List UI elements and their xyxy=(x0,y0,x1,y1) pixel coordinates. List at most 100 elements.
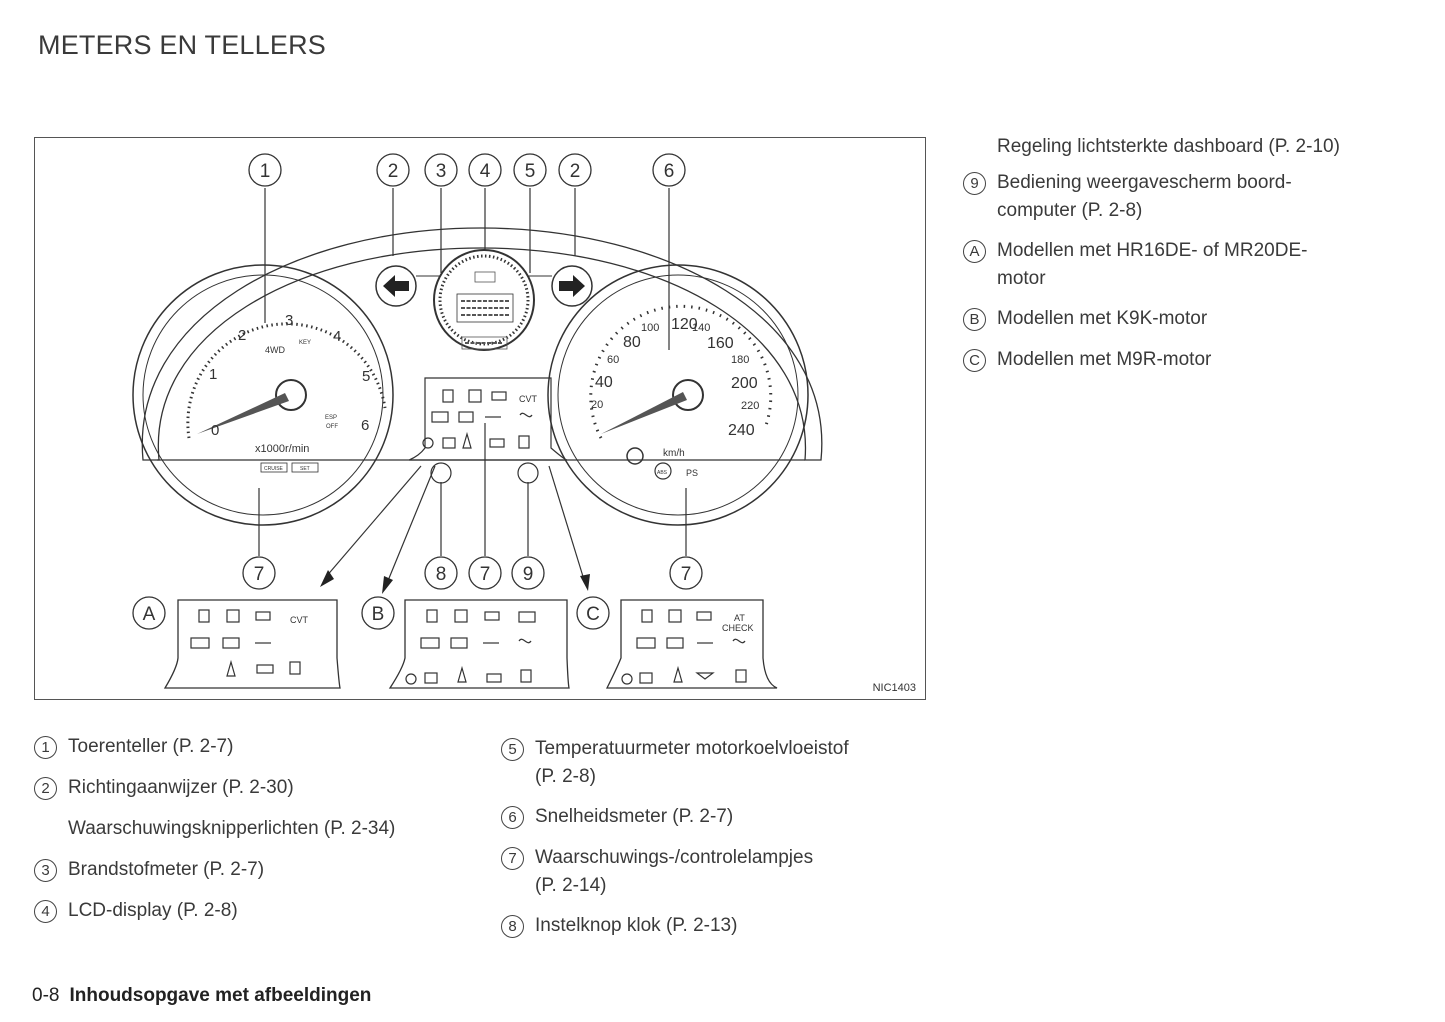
legend-text: (P. 2-8) xyxy=(535,766,596,787)
speedo-tick-240: 240 xyxy=(728,422,755,439)
tacho-tick-2: 2 xyxy=(238,327,246,344)
legend-mark: A xyxy=(963,240,986,263)
callout-6: 6 xyxy=(664,161,675,182)
tacho-set-label: SET xyxy=(300,466,310,472)
legend-item-a-cont: motor xyxy=(963,265,1340,305)
legend-text: Toerenteller (P. 2-7) xyxy=(68,736,234,757)
legend-text: Waarschuwings-/controlelampjes xyxy=(535,847,814,868)
legend-item-3: 3 Brandstofmeter (P. 2-7) xyxy=(34,856,395,897)
tacho-unit-label: x1000r/min xyxy=(255,443,309,455)
legend-mark: 9 xyxy=(963,172,986,195)
legend-text: Snelheidsmeter (P. 2-7) xyxy=(535,806,734,827)
legend-middle: 5 Temperatuurmeter motorkoelvloeistof (P.… xyxy=(501,735,849,940)
speedo-tick-120: 120 xyxy=(671,316,698,333)
legend-mark: 5 xyxy=(501,738,524,761)
tacho-tick-1: 1 xyxy=(209,366,217,383)
center-cvt-label: CVT xyxy=(519,394,538,404)
speedo-tick-20: 20 xyxy=(591,399,603,411)
legend-item-8: 8 Instelknop klok (P. 2-13) xyxy=(501,912,849,940)
callout-8: 8 xyxy=(436,564,447,585)
figure-code: NIC1403 xyxy=(872,682,916,694)
legend-item-dimmer: Regeling lichtsterkte dashboard (P. 2-10… xyxy=(963,133,1340,169)
callout-2-right: 2 xyxy=(570,161,581,182)
legend-text: computer (P. 2-8) xyxy=(997,200,1143,221)
tacho-tick-0: 0 xyxy=(211,422,219,439)
speedo-tick-220: 220 xyxy=(741,400,759,412)
legend-item-b: B Modellen met K9K-motor xyxy=(963,305,1340,346)
variant-a-mark: A xyxy=(143,604,156,625)
tacho-4wd-label: 4WD xyxy=(265,345,286,355)
speedometer-dial xyxy=(547,264,809,526)
legend-item-6: 6 Snelheidsmeter (P. 2-7) xyxy=(501,803,849,844)
legend-text: LCD-display (P. 2-8) xyxy=(68,900,238,921)
legend-item-c: C Modellen met M9R-motor xyxy=(963,346,1340,374)
tachometer-dial xyxy=(132,264,394,526)
legend-item-9-cont: computer (P. 2-8) xyxy=(963,197,1340,237)
speedo-tick-80: 80 xyxy=(623,334,641,351)
legend-right: Regeling lichtsterkte dashboard (P. 2-10… xyxy=(963,133,1340,374)
legend-mark: C xyxy=(963,349,986,372)
legend-text: Modellen met M9R-motor xyxy=(997,349,1212,370)
variant-c-check-label: CHECK xyxy=(722,623,754,633)
legend-mark: B xyxy=(963,308,986,331)
speedo-abs-label: ABS xyxy=(657,470,668,476)
cluster-illustration: 0 1 2 3 4 5 6 x1000r/min 4WD KEY ESP OFF… xyxy=(132,153,823,689)
legend-text: Regeling lichtsterkte dashboard (P. 2-10… xyxy=(997,136,1340,157)
center-lcd xyxy=(433,249,535,351)
legend-mark: 8 xyxy=(501,915,524,938)
legend-text: motor xyxy=(997,268,1046,289)
tacho-esp-label: ESP xyxy=(325,415,337,421)
legend-item-7-cont: (P. 2-14) xyxy=(501,872,849,912)
callout-7-right: 7 xyxy=(681,564,692,585)
speedo-tick-60: 60 xyxy=(607,354,619,366)
tacho-off-label: OFF xyxy=(326,424,338,430)
legend-text: Modellen met HR16DE- of MR20DE- xyxy=(997,240,1308,261)
legend-item-5: 5 Temperatuurmeter motorkoelvloeistof xyxy=(501,735,849,763)
variant-a-cvt-label: CVT xyxy=(290,615,309,625)
legend-item-2-cont: Waarschuwingsknipperlichten (P. 2-34) xyxy=(34,815,395,856)
legend-text: Instelknop klok (P. 2-13) xyxy=(535,915,738,936)
legend-left: 1 Toerenteller (P. 2-7) 2 Richtingaanwijze… xyxy=(34,733,395,925)
legend-item-a: A Modellen met HR16DE- of MR20DE- xyxy=(963,237,1340,265)
speedo-kmh-label: km/h xyxy=(663,448,685,459)
legend-item-1: 1 Toerenteller (P. 2-7) xyxy=(34,733,395,774)
legend-mark: 6 xyxy=(501,806,524,829)
legend-text: Richtingaanwijzer (P. 2-30) xyxy=(68,777,294,798)
variant-c-at-label: AT xyxy=(734,613,745,623)
variant-c-mark: C xyxy=(586,604,600,625)
tacho-cruise-label: CRUISE xyxy=(264,466,284,472)
callout-7-center: 7 xyxy=(480,564,491,585)
page-title: METERS EN TELLERS xyxy=(38,30,326,60)
legend-mark: 4 xyxy=(34,900,57,923)
legend-mark: 1 xyxy=(34,736,57,759)
variant-b-mark: B xyxy=(372,604,385,625)
callout-2-left: 2 xyxy=(388,161,399,182)
speedo-tick-180: 180 xyxy=(731,354,749,366)
legend-text: Modellen met K9K-motor xyxy=(997,308,1208,329)
tacho-tick-6: 6 xyxy=(361,417,369,434)
legend-mark: 3 xyxy=(34,859,57,882)
callout-1: 1 xyxy=(260,161,271,182)
tacho-tick-3: 3 xyxy=(285,312,293,329)
footer-section-title: Inhoudsopgave met afbeeldingen xyxy=(69,985,372,1006)
speedo-ps-label: PS xyxy=(686,468,698,478)
legend-mark: 7 xyxy=(501,847,524,870)
legend-item-7: 7 Waarschuwings-/controlelampjes xyxy=(501,844,849,872)
legend-item-5-cont: (P. 2-8) xyxy=(501,763,849,803)
callout-5: 5 xyxy=(525,161,536,182)
legend-item-2: 2 Richtingaanwijzer (P. 2-30) xyxy=(34,774,395,815)
legend-text: Temperatuurmeter motorkoelvloeistof xyxy=(535,738,849,759)
speedo-tick-100: 100 xyxy=(641,322,659,334)
legend-mark: 2 xyxy=(34,777,57,800)
legend-text: Brandstofmeter (P. 2-7) xyxy=(68,859,265,880)
footer-page-number: 0-8 xyxy=(32,985,60,1006)
tacho-tick-4: 4 xyxy=(333,328,341,345)
callout-4: 4 xyxy=(480,161,491,182)
legend-item-4: 4 LCD-display (P. 2-8) xyxy=(34,897,395,925)
speedo-tick-160: 160 xyxy=(707,335,734,352)
tacho-key-label: KEY xyxy=(299,340,311,346)
callout-3: 3 xyxy=(436,161,447,182)
legend-text: (P. 2-14) xyxy=(535,875,607,896)
speedo-tick-200: 200 xyxy=(731,375,758,392)
